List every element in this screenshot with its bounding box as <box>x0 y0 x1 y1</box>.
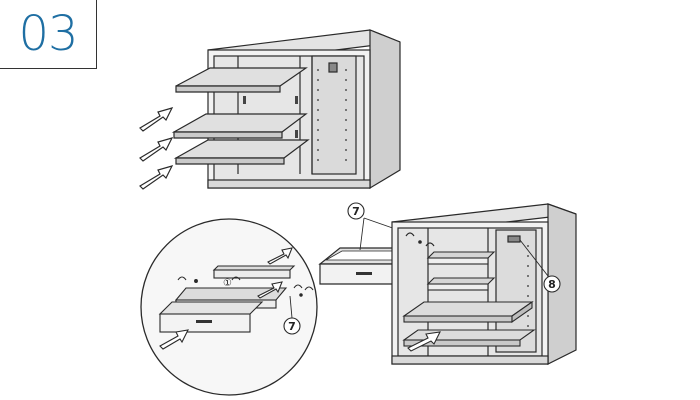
insert-arrows-top <box>139 107 174 190</box>
cabinet-right-door <box>311 55 357 175</box>
perforation-rail <box>317 69 347 161</box>
svg-text:8: 8 <box>548 278 556 291</box>
shelf-2 <box>171 113 308 139</box>
screw-icon <box>231 276 241 281</box>
arrow-icon <box>257 281 283 299</box>
bottom-rail-1 <box>426 251 496 265</box>
svg-text:7: 7 <box>352 205 360 218</box>
callout-8: 8 <box>519 239 561 293</box>
drawer-handle <box>356 272 372 275</box>
shelves-top <box>171 67 310 165</box>
arrow-icon <box>139 165 174 190</box>
detail-magnifier: ① 7 <box>140 218 318 396</box>
shelf-1 <box>175 67 308 93</box>
arrow-icon <box>139 137 174 162</box>
bottom-rail-2 <box>426 277 496 291</box>
order-label-1: ① <box>223 278 232 289</box>
step-number-box: 03 <box>0 0 97 69</box>
cabinet-side-panel <box>369 29 401 190</box>
callout-7-detail: 7 <box>283 317 301 335</box>
screw-icon <box>177 276 187 281</box>
arrow-icon <box>407 331 441 352</box>
step-number: 03 <box>18 6 78 62</box>
arrow-icon <box>267 247 293 265</box>
arrow-icon <box>139 107 174 132</box>
svg-text:7: 7 <box>288 320 296 333</box>
arrow-icon <box>159 329 189 350</box>
screw-icons <box>177 276 314 297</box>
bottom-shelf-large <box>402 300 534 324</box>
detail-rail-upper <box>212 265 296 279</box>
callout-7-drawer: 7 <box>347 202 405 251</box>
drawer-handle <box>196 320 212 323</box>
lock-icon <box>328 62 338 73</box>
shelf-3 <box>173 139 310 165</box>
perforation-rail <box>527 245 529 327</box>
bracket-icon <box>507 235 521 243</box>
detail-drawer <box>158 301 264 333</box>
